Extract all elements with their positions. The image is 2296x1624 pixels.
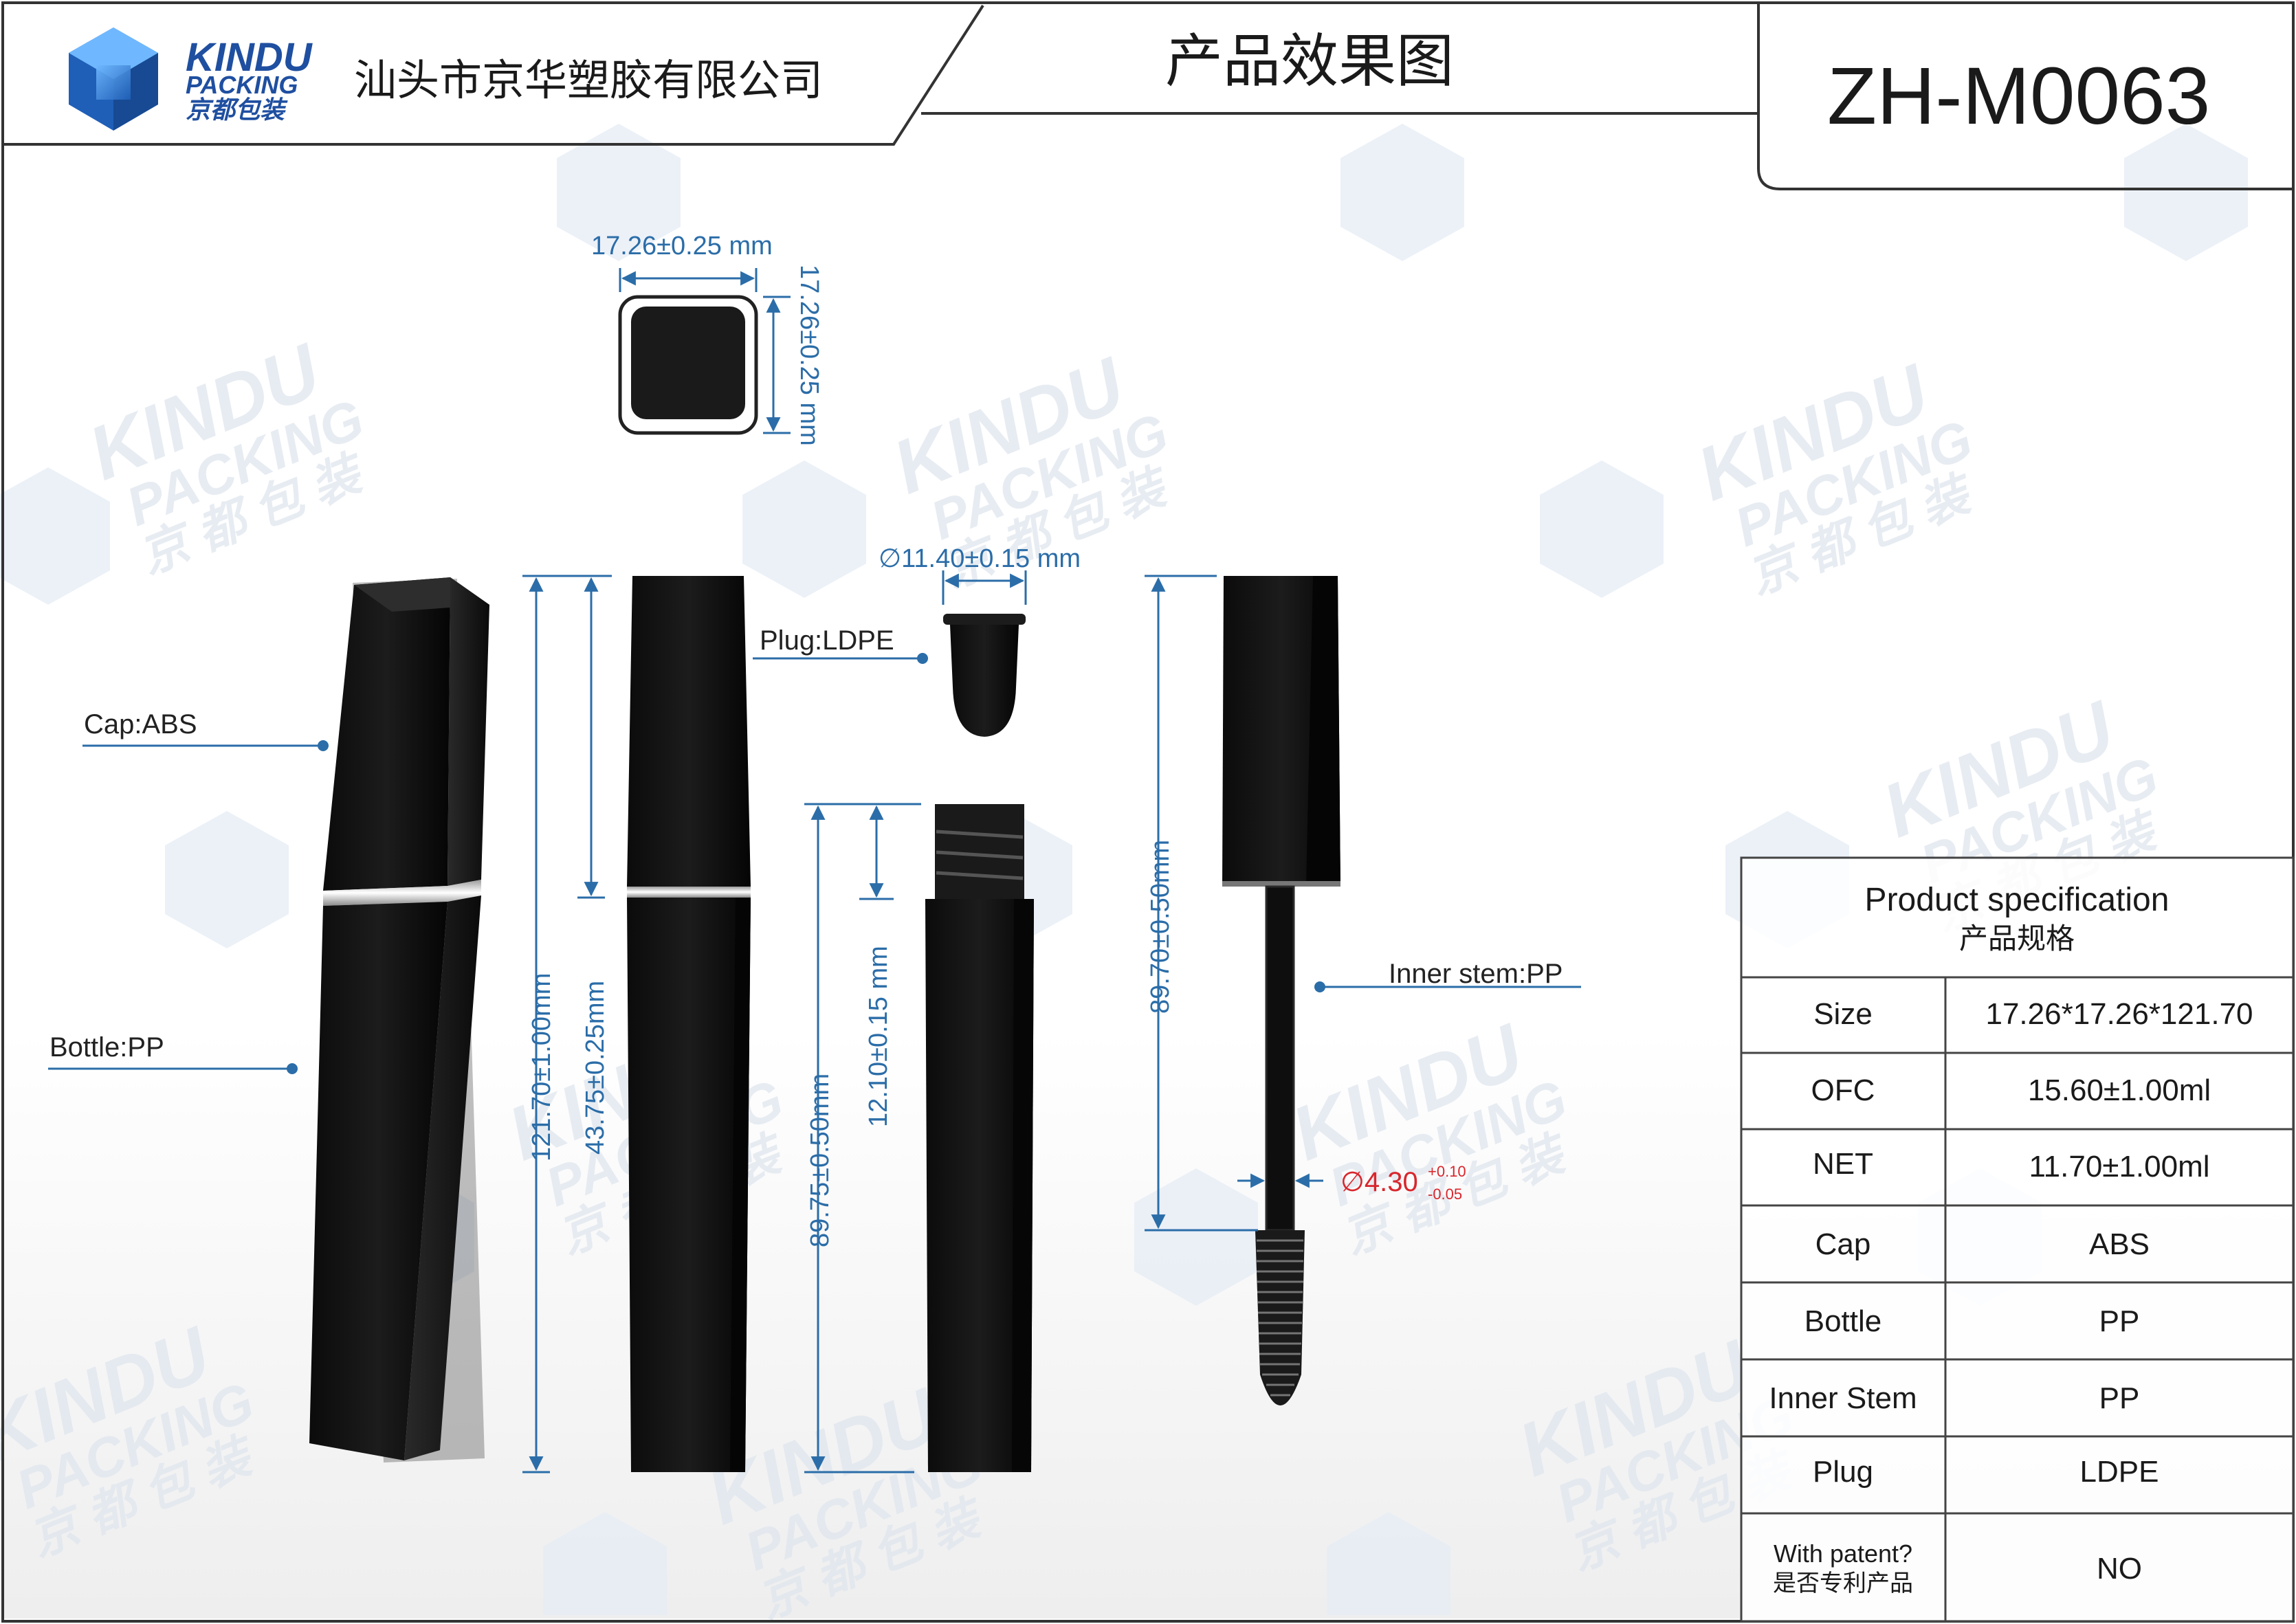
spec-title-cn: 产品规格 bbox=[1959, 922, 2075, 955]
label-bottle-pp: Bottle:PP bbox=[49, 1032, 164, 1063]
spec-title-en: Product specification bbox=[1865, 882, 2170, 918]
spec-row-value: 17.26*17.26*121.70 bbox=[1985, 997, 2253, 1031]
spec-row-label: Bottle bbox=[1804, 1304, 1882, 1338]
spec-patent-value: NO bbox=[2097, 1552, 2142, 1586]
front-cap bbox=[627, 576, 751, 887]
dim-neck-height: 12.10±0.15 mm bbox=[864, 946, 893, 1127]
dim-group-heights: 121.70±1.00mm 43.75±0.25mm bbox=[522, 575, 612, 1473]
spec-table: Product specification 产品规格 Size 17.26*17… bbox=[1740, 856, 2295, 1623]
dim-stem-length: 89.70±0.50mm bbox=[1146, 840, 1175, 1014]
spec-row-label: Inner Stem bbox=[1769, 1381, 1917, 1415]
stem-rod bbox=[1265, 885, 1295, 1232]
spec-row-value: ABS bbox=[2089, 1227, 2150, 1261]
spec-row-label: Size bbox=[1813, 997, 1873, 1031]
assembled-collar bbox=[323, 880, 481, 906]
company-name: 汕头市京华塑胶有限公司 bbox=[354, 55, 823, 105]
spec-patent-label-en: With patent? bbox=[1774, 1539, 1912, 1568]
front-view-mascara bbox=[627, 576, 751, 1472]
header-left-divider bbox=[3, 4, 984, 146]
spec-row-value: 15.60±1.00ml bbox=[2028, 1074, 2211, 1107]
header: KINDU PACKING 京都包装 汕头市京华塑胶有限公司 产品效果图 ZH-… bbox=[3, 3, 2293, 190]
assembled-mascara bbox=[309, 577, 489, 1462]
spec-row-value: PP bbox=[2099, 1381, 2140, 1415]
spec-row-value: PP bbox=[2099, 1304, 2140, 1338]
bottle-body bbox=[925, 899, 1034, 1472]
dim-stem-tol-lower: -0.05 bbox=[1428, 1186, 1462, 1203]
watermark-1: KINDU PACKING 京 都 包 装 bbox=[78, 328, 374, 583]
callout-bottle: Bottle:PP bbox=[48, 1032, 298, 1074]
brand-name-kindu: KINDU bbox=[186, 35, 313, 80]
brand-name-packing: PACKING bbox=[186, 71, 298, 99]
cap-top-view: 17.26±0.25 mm 17.26±0.25 mm bbox=[591, 232, 824, 446]
mascara-brush bbox=[1255, 1230, 1305, 1405]
spec-row-value: 11.70±1.00ml bbox=[2029, 1150, 2209, 1183]
sheet-title: 产品效果图 bbox=[1165, 27, 1454, 95]
spec-row-label: OFC bbox=[1811, 1074, 1875, 1107]
dim-plug-diameter: ∅11.40±0.15 mm bbox=[879, 544, 1081, 573]
assembled-bottle bbox=[309, 902, 448, 1460]
dim-cap-top-depth: 17.26±0.25 mm bbox=[795, 265, 824, 446]
front-bottle bbox=[627, 898, 751, 1472]
neck-threads bbox=[936, 830, 1024, 880]
label-plug-ldpe: Plug:LDPE bbox=[760, 625, 894, 656]
spec-row-label: NET bbox=[1813, 1147, 1873, 1181]
label-inner-stem-pp: Inner stem:PP bbox=[1389, 959, 1563, 989]
dim-stem-tol-upper: +0.10 bbox=[1428, 1163, 1466, 1180]
dim-total-height: 121.70±1.00mm bbox=[527, 973, 556, 1161]
kindu-logo-icon bbox=[69, 27, 158, 131]
bottle-with-neck: 89.75±0.50mm 12.10±0.15 mm bbox=[804, 803, 1034, 1473]
brand-name-cn: 京都包装 bbox=[186, 96, 288, 124]
dim-bottle-height: 89.75±0.50mm bbox=[806, 1074, 835, 1247]
callout-cap: Cap:ABS bbox=[82, 709, 329, 751]
cap-with-stem: 89.70±0.50mm Inner stem:PP ∅4.30 +0.10 -… bbox=[1145, 575, 1581, 1405]
spec-row-label: Cap bbox=[1815, 1227, 1871, 1261]
assembled-cap bbox=[323, 577, 450, 891]
header-model-box bbox=[1757, 3, 2293, 190]
dim-cap-height: 43.75±0.25mm bbox=[581, 981, 610, 1155]
model-number: ZH-M0063 bbox=[1827, 51, 2210, 142]
watermark-3: KINDU PACKING 京 都 包 装 bbox=[1686, 348, 1983, 604]
spec-patent-label-cn: 是否专利产品 bbox=[1773, 1570, 1913, 1597]
spec-row-label: Plug bbox=[1813, 1455, 1873, 1489]
dim-cap-top-width: 17.26±0.25 mm bbox=[591, 232, 773, 260]
spec-row-value: LDPE bbox=[2080, 1455, 2159, 1489]
front-collar bbox=[627, 887, 751, 898]
dim-stem-diameter: ∅4.30 bbox=[1340, 1167, 1418, 1197]
plug: ∅11.40±0.15 mm Plug:LDPE bbox=[753, 544, 1081, 737]
label-cap-abs: Cap:ABS bbox=[84, 709, 197, 739]
